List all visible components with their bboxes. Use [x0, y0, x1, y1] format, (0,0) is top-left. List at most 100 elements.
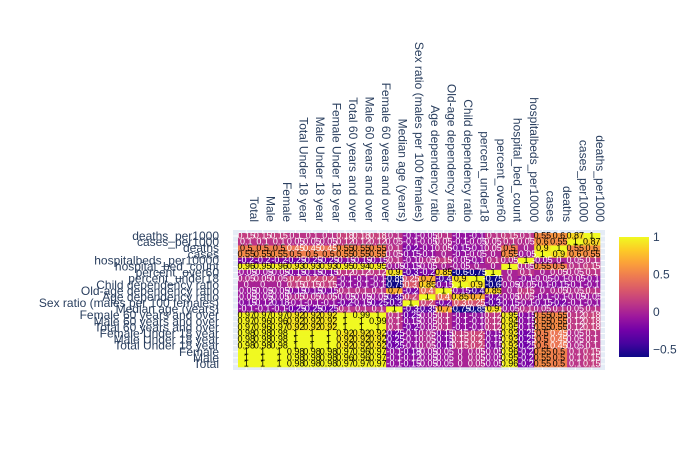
heatmap-cell — [501, 257, 519, 264]
heatmap-cell — [517, 257, 535, 264]
heatmap-cell — [501, 300, 519, 307]
cell-value: 0.55 — [254, 249, 272, 259]
cell-value: 0.1 — [520, 267, 533, 277]
cell-value: 0.2 — [470, 334, 483, 344]
heatmap-cell — [435, 342, 453, 350]
heatmap-cell — [484, 251, 502, 258]
heatmap-cell — [369, 281, 387, 289]
heatmap-cell — [567, 330, 584, 337]
cell-value: 0.97 — [237, 310, 255, 320]
heatmap-cell — [419, 318, 436, 325]
heatmap-cell — [254, 330, 272, 337]
cell-value: 1 — [359, 316, 364, 326]
heatmap-cell — [419, 324, 436, 331]
heatmap-cell — [451, 318, 469, 325]
cell-value: 0.92 — [336, 328, 354, 338]
cell-value: 0.55 — [369, 243, 387, 253]
heatmap-cell — [534, 239, 551, 246]
cell-value: 0.12 — [484, 316, 502, 326]
heatmap-cell — [254, 251, 272, 258]
heatmap-cell — [254, 245, 272, 252]
cell-value: 0.98 — [320, 359, 338, 369]
cell-value: 0.15 — [237, 231, 255, 241]
cell-value: -0.35 — [417, 304, 438, 314]
heatmap-cell — [254, 348, 272, 356]
cell-value: -0.15 — [483, 340, 504, 350]
cell-value: -0.1 — [452, 316, 468, 326]
heatmap-cell — [517, 281, 535, 289]
cell-value: -0.25 — [318, 304, 339, 314]
y-tick-label: Male — [193, 351, 219, 365]
cell-value: 0.1 — [240, 237, 253, 247]
cell-value: 1 — [277, 352, 282, 362]
heatmap-cell — [550, 312, 568, 319]
cell-value: 0.25 — [468, 298, 486, 308]
cell-value: -0.05 — [252, 292, 273, 302]
heatmap-cell — [238, 239, 255, 246]
heatmap-cell — [534, 245, 551, 252]
cell-value: 0.45 — [550, 340, 568, 350]
cell-value: -0.3 — [403, 267, 419, 277]
heatmap-cell — [353, 257, 370, 264]
cell-value: -0.25 — [516, 334, 537, 344]
heatmap-cell — [270, 245, 288, 252]
cell-value: 1 — [392, 304, 397, 314]
heatmap-cell — [468, 245, 486, 252]
x-tick-label: Child dependency ratio — [461, 99, 475, 222]
y-tick-label: Male Under 18 year — [114, 333, 219, 347]
cell-value: 0.05 — [303, 292, 321, 302]
heatmap-cell — [567, 318, 584, 325]
heatmap-cell — [369, 318, 387, 325]
heatmap-cell — [238, 342, 255, 350]
colorbar-tick-label: −0.5 — [653, 343, 677, 357]
cell-value: 0.92 — [336, 334, 354, 344]
heatmap-cell — [534, 287, 551, 295]
heatmap-cell — [353, 287, 370, 295]
heatmap-cell — [270, 330, 288, 337]
heatmap-cell — [567, 348, 584, 356]
heatmap-cell — [550, 330, 568, 337]
cell-value: -0.1 — [387, 352, 403, 362]
cell-value: 0.05 — [484, 237, 502, 247]
cell-value: 1 — [359, 322, 364, 332]
heatmap-cell — [451, 233, 469, 240]
cell-value: 1 — [244, 346, 249, 356]
heatmap-cell — [435, 287, 453, 295]
heatmap-cell — [303, 275, 321, 283]
heatmap-cell — [254, 360, 272, 368]
heatmap-cell — [303, 281, 321, 289]
heatmap-cell — [402, 318, 420, 325]
cell-value: -0.1 — [321, 298, 337, 308]
heatmap-cell — [336, 348, 354, 356]
cell-value: 0.05 — [435, 243, 453, 253]
x-tick-label: Median age (years) — [395, 119, 409, 222]
heatmap-cell — [468, 360, 486, 368]
cell-value: -0.75 — [450, 304, 471, 314]
cell-value: 0.92 — [353, 328, 371, 338]
heatmap-cell — [303, 306, 321, 313]
cell-value: 1 — [310, 334, 315, 344]
cell-value: 0.15 — [517, 285, 535, 295]
heatmap-cell — [419, 342, 436, 350]
cell-value: 0.96 — [270, 261, 288, 271]
cell-value: -0.15 — [483, 328, 504, 338]
cell-value: 0.92 — [320, 322, 338, 332]
cell-value: -0.05 — [532, 255, 553, 265]
cell-value: -0.05 — [269, 267, 290, 277]
heatmap-cell — [238, 330, 255, 337]
heatmap-cell — [550, 233, 568, 240]
cell-value: 0.95 — [501, 352, 519, 362]
cell-value: 0.9 — [536, 243, 549, 253]
cell-value: -0.1 — [568, 279, 584, 289]
cell-value: 0.1 — [437, 316, 450, 326]
heatmap-cell — [517, 354, 535, 362]
heatmap-cell — [369, 233, 387, 240]
cell-value: -0.05 — [433, 352, 454, 362]
cell-value: 0.98 — [303, 352, 321, 362]
heatmap-cell — [534, 342, 551, 350]
cell-value: 0 — [458, 346, 463, 356]
cell-value: 0.1 — [388, 231, 401, 241]
heatmap-cell — [336, 330, 354, 337]
heatmap-cell — [353, 354, 370, 362]
cell-value: -0.1 — [419, 249, 435, 259]
